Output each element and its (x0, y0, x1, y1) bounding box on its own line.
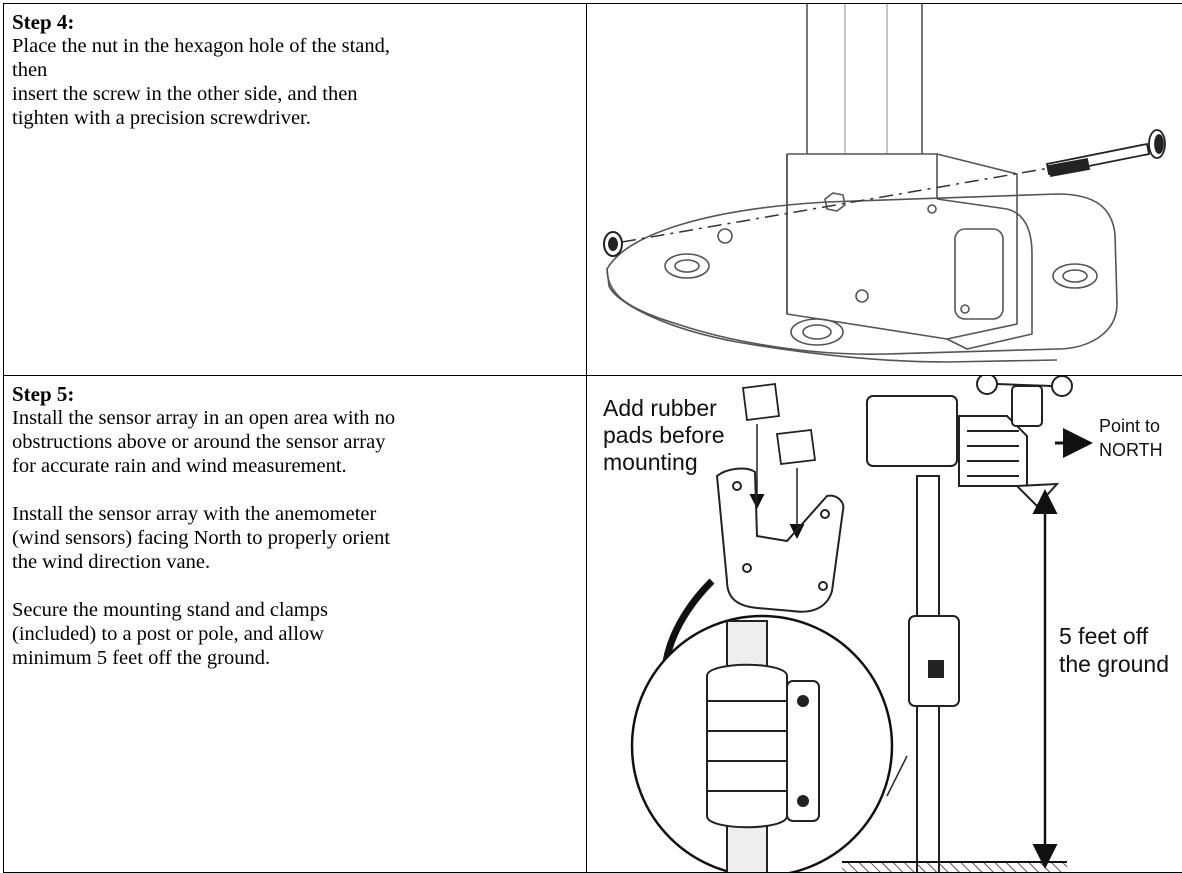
step-5-p1-line-1: Install the sensor array in an open area… (12, 407, 395, 429)
step-5-p3-line-3: minimum 5 feet off the ground. (12, 647, 270, 669)
pads-label-line-2: pads before (603, 422, 724, 448)
collar-outline (787, 154, 1017, 339)
nut-icon (604, 232, 622, 256)
step-4-illustration-cell (587, 4, 1182, 376)
step-5-illustration-cell: Add rubber pads before mounting (587, 376, 1182, 873)
step-5-p3-line-1: Secure the mounting stand and clamps (12, 599, 328, 621)
step-5-p2-line-3: the wind direction vane. (12, 551, 210, 573)
step-5-text-cell: Step 5: Install the sensor array in an o… (4, 376, 587, 873)
step-5-paragraph-3: Secure the mounting stand and clamps (in… (12, 598, 578, 670)
mount-hole (791, 319, 843, 345)
transmitter-box (909, 616, 959, 706)
sensor-array (867, 376, 1072, 506)
base-plate-outline (607, 194, 1117, 354)
step-5-paragraph-1: Install the sensor array in an open area… (12, 406, 578, 478)
step-4-line-3: insert the screw in the other side, and … (12, 83, 358, 105)
instruction-table: Step 4: Place the nut in the hexagon hol… (3, 3, 1182, 873)
step-4-line-1: Place the nut in the hexagon hole of the… (12, 35, 390, 57)
height-label-line-2: the ground (1059, 651, 1169, 677)
step-5-p1-line-3: for accurate rain and wind measurement. (12, 455, 347, 477)
pads-label-line-3: mounting (603, 449, 698, 475)
step-5-p3-line-2: (included) to a post or pole, and allow (12, 623, 324, 645)
clamp-detail-circle (632, 616, 892, 873)
step-4-row: Step 4: Place the nut in the hexagon hol… (4, 4, 1182, 376)
step-4-line-2: then (12, 59, 47, 81)
pads-label-line-1: Add rubber (603, 395, 717, 421)
stand-screw-illustration (587, 4, 1182, 376)
ground-hatch (842, 862, 1067, 873)
mount-hole (665, 254, 709, 278)
step-5-paragraph-2: Install the sensor array with the anemom… (12, 502, 578, 574)
rubber-pad-icon (743, 384, 815, 464)
north-label-line-1: Point to (1099, 416, 1160, 436)
post-sides (807, 4, 922, 154)
screw-icon (1047, 130, 1165, 176)
base-plate-edge (607, 269, 1057, 362)
sensor-mount-illustration: Add rubber pads before mounting (587, 376, 1182, 873)
height-label-line-1: 5 feet off (1059, 623, 1149, 649)
step-4-line-4: tighten with a precision screwdriver. (12, 107, 311, 129)
mount-hole (1053, 264, 1097, 288)
step-4-title: Step 4: (12, 10, 578, 34)
step-4-instructions: Place the nut in the hexagon hole of the… (12, 34, 578, 130)
step-4-text-cell: Step 4: Place the nut in the hexagon hol… (4, 4, 587, 376)
step-5-row: Step 5: Install the sensor array in an o… (4, 376, 1182, 873)
step-5-p2-line-2: (wind sensors) facing North to properly … (12, 527, 390, 549)
step-5-p2-line-1: Install the sensor array with the anemom… (12, 503, 376, 525)
mounting-bracket (717, 469, 843, 612)
step-5-p1-line-2: obstructions above or around the sensor … (12, 431, 385, 453)
north-label-line-2: NORTH (1099, 440, 1163, 460)
step-5-title: Step 5: (12, 382, 578, 406)
